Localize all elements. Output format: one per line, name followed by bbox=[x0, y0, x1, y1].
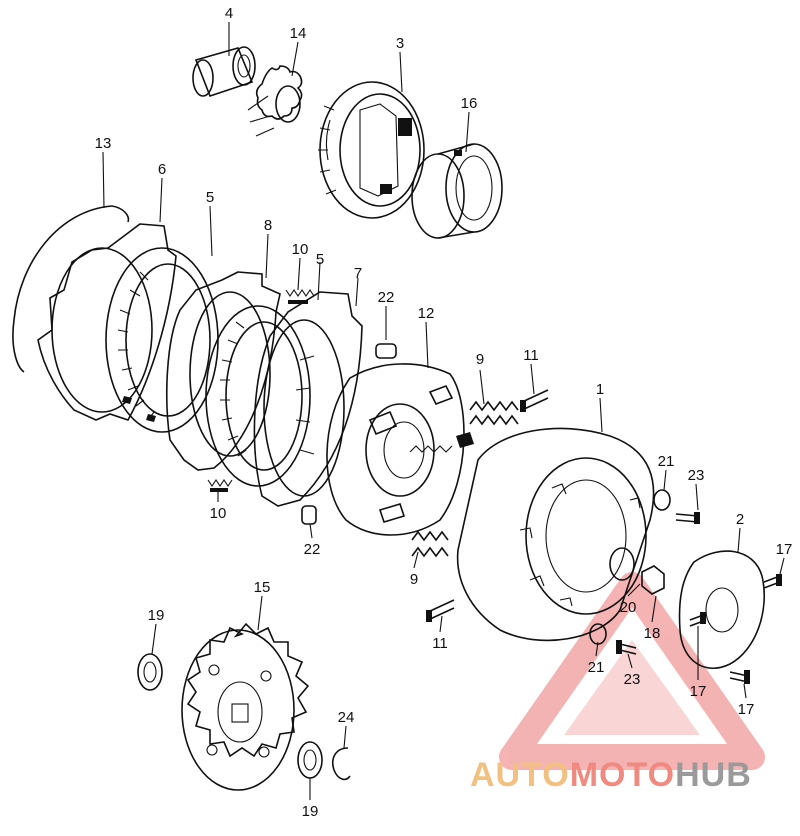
part-screw-upper bbox=[675, 512, 700, 524]
part-cover-plate bbox=[678, 550, 766, 669]
part-clutch-center bbox=[326, 363, 474, 536]
svg-text:AUTOMOTOHUB: AUTOMOTOHUB bbox=[470, 756, 752, 794]
part-friction-disc-a bbox=[105, 247, 219, 433]
part-pin-lower bbox=[301, 505, 317, 525]
label-part-7: 7 bbox=[354, 265, 362, 282]
part-small-spring-lower bbox=[207, 479, 233, 492]
label-part-9-a: 9 bbox=[476, 351, 484, 368]
label-part-17-c: 17 bbox=[738, 701, 755, 718]
part-small-spring-upper bbox=[285, 289, 315, 304]
part-coil-spring-upper bbox=[469, 400, 519, 426]
label-part-21-a: 21 bbox=[658, 453, 675, 470]
part-bushing bbox=[192, 46, 256, 97]
label-part-14: 14 bbox=[290, 25, 307, 42]
part-screw-lower bbox=[616, 640, 637, 655]
part-thrust-washer-a bbox=[137, 653, 163, 691]
callout-labels: 4 14 3 16 13 6 5 8 10 5 7 22 12 9 11 1 2… bbox=[95, 5, 793, 820]
part-bolt-lower bbox=[426, 599, 455, 622]
label-part-1: 1 bbox=[596, 381, 604, 398]
part-clutch-drum bbox=[456, 427, 655, 642]
part-clutch-plate-b bbox=[166, 271, 281, 471]
part-clutch-outer-gear bbox=[318, 81, 425, 219]
label-part-5-a: 5 bbox=[206, 189, 214, 206]
label-part-3: 3 bbox=[396, 35, 404, 52]
part-screw-17-b bbox=[689, 612, 707, 627]
label-part-16: 16 bbox=[461, 95, 478, 112]
watermark-brand-auto: AUTO bbox=[470, 756, 570, 794]
label-part-19-b: 19 bbox=[302, 803, 319, 820]
watermark-text: AUTOMOTOHUB bbox=[470, 756, 752, 794]
part-screw-17-c bbox=[729, 670, 750, 684]
label-part-10-a: 10 bbox=[292, 241, 309, 258]
part-pin-upper bbox=[375, 343, 397, 359]
watermark-logo bbox=[499, 572, 765, 770]
label-part-8: 8 bbox=[264, 217, 272, 234]
part-clutch-plate-outer bbox=[37, 223, 177, 421]
label-part-17-a: 17 bbox=[776, 541, 793, 558]
part-pressure-plate bbox=[253, 291, 363, 507]
label-part-9-b: 9 bbox=[410, 571, 418, 588]
label-part-21-b: 21 bbox=[588, 659, 605, 676]
watermark-brand-hub: HUB bbox=[675, 756, 752, 794]
label-part-11-a: 11 bbox=[523, 347, 539, 364]
label-part-15: 15 bbox=[254, 579, 271, 596]
label-part-24: 24 bbox=[338, 709, 355, 726]
label-part-11-b: 11 bbox=[432, 635, 448, 652]
part-screw-17-a bbox=[763, 574, 782, 589]
label-part-19-a: 19 bbox=[148, 607, 165, 624]
label-part-5-b: 5 bbox=[316, 251, 324, 268]
label-part-13: 13 bbox=[95, 135, 112, 152]
watermark-brand-moto: MOTO bbox=[570, 756, 675, 794]
label-part-20: 20 bbox=[620, 599, 637, 616]
part-roller-cage bbox=[411, 143, 503, 239]
label-part-4: 4 bbox=[225, 5, 233, 22]
part-nut bbox=[641, 565, 665, 595]
watermark-triangle bbox=[499, 572, 765, 770]
label-part-22-a: 22 bbox=[378, 289, 395, 306]
part-friction-disc-b bbox=[205, 305, 311, 487]
part-drive-gear-small bbox=[247, 65, 303, 137]
part-snap-ring bbox=[332, 747, 351, 781]
leader-lines bbox=[102, 22, 785, 800]
label-part-23-b: 23 bbox=[624, 671, 641, 688]
part-wire-ring bbox=[12, 205, 130, 373]
label-part-12: 12 bbox=[418, 305, 435, 322]
part-driven-gear bbox=[181, 622, 310, 791]
label-part-22-b: 22 bbox=[304, 541, 321, 558]
part-thrust-washer-b bbox=[297, 741, 323, 779]
label-part-10-b: 10 bbox=[210, 505, 227, 522]
part-washer-upper bbox=[653, 489, 671, 511]
part-bolt-upper bbox=[520, 389, 549, 412]
label-part-6: 6 bbox=[158, 161, 166, 178]
part-coil-spring-lower bbox=[411, 530, 449, 558]
label-part-17-b: 17 bbox=[690, 683, 707, 700]
label-part-2: 2 bbox=[736, 511, 744, 528]
label-part-18: 18 bbox=[644, 625, 661, 642]
label-part-23-a: 23 bbox=[688, 467, 705, 484]
